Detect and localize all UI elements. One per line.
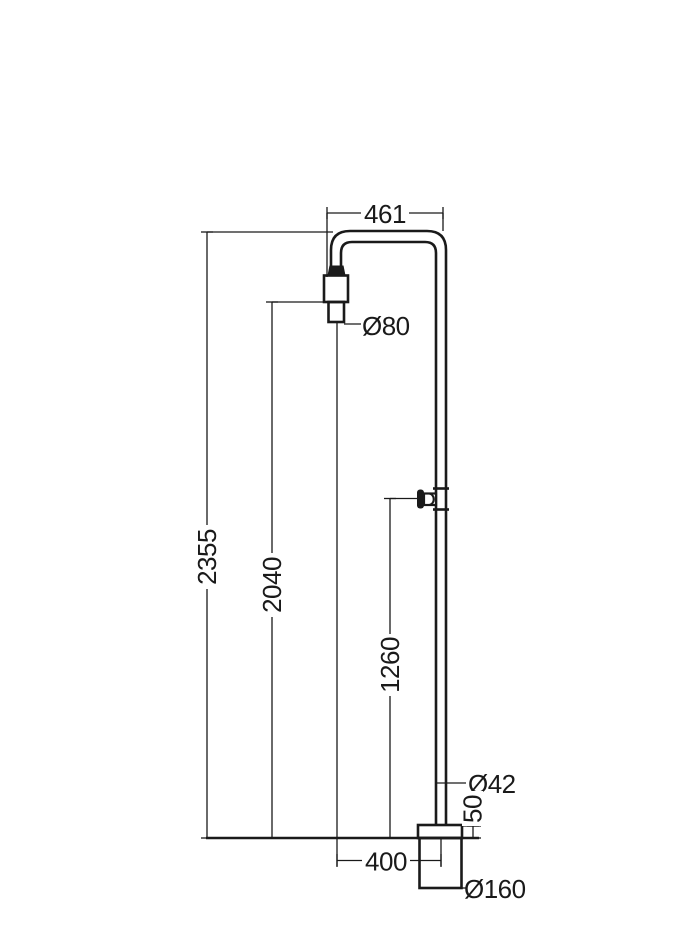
dimension-lines bbox=[201, 207, 481, 889]
label-mask bbox=[379, 634, 401, 696]
dim-label-head-diameter: Ø80 bbox=[362, 311, 410, 341]
dim-label-base-plate-thickness: 50 bbox=[458, 795, 488, 823]
label-mask bbox=[362, 850, 410, 871]
pipe-outer-contour bbox=[329, 229, 448, 825]
label-mask bbox=[462, 791, 483, 826]
dim-label-base-diameter: Ø160 bbox=[464, 874, 526, 904]
dim-horizontal-offset bbox=[336, 322, 442, 867]
dimension-labels: 461 Ø80 2355 2040 1260 Ø42 50 400 Ø160 bbox=[192, 199, 526, 904]
hand-shower-knob-arc bbox=[429, 492, 435, 507]
dim-label-total-height: 2355 bbox=[192, 529, 222, 585]
shower-head-connector bbox=[327, 265, 346, 276]
dim-label-shower-head-height: 2040 bbox=[257, 557, 287, 613]
shower-column-outline bbox=[206, 229, 479, 890]
dim-label-hand-shower-height: 1260 bbox=[375, 637, 405, 693]
shower-head-body bbox=[322, 274, 350, 304]
label-mask bbox=[196, 525, 218, 589]
dim-label-horizontal-offset: 400 bbox=[365, 847, 407, 877]
dim-label-top-width: 461 bbox=[364, 199, 406, 229]
base-flange bbox=[416, 823, 464, 840]
pipe-inner-contour bbox=[339, 240, 438, 825]
label-mask bbox=[361, 202, 409, 224]
shower-head-face bbox=[327, 300, 346, 324]
hand-shower-knob bbox=[417, 489, 424, 509]
label-mask bbox=[261, 553, 283, 617]
